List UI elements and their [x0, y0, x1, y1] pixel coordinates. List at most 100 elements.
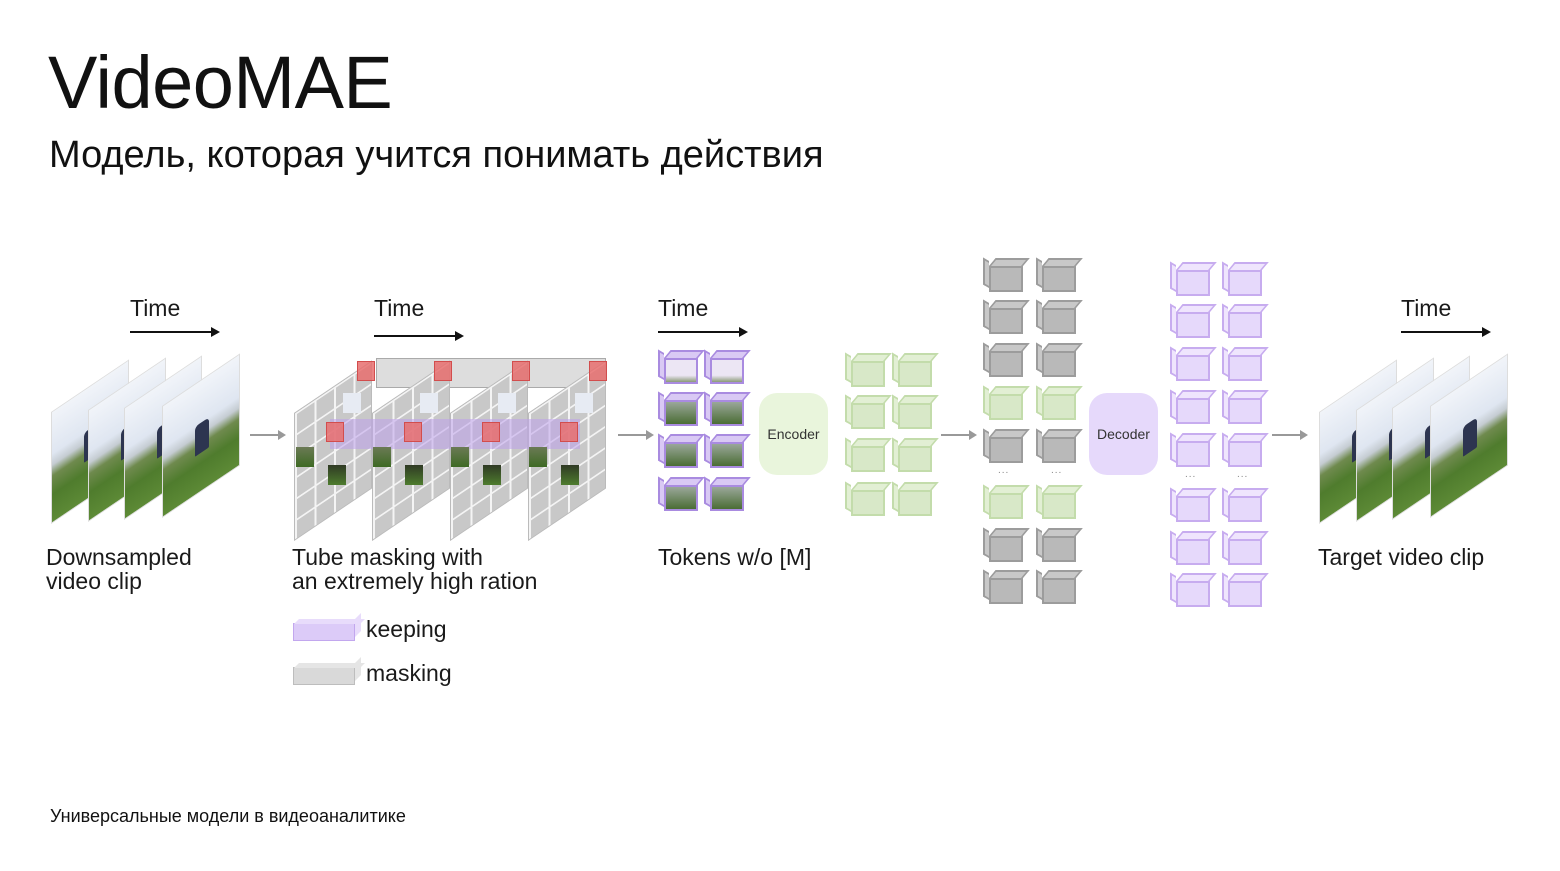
decoded-token-cube — [1222, 572, 1269, 607]
ellipsis: ... — [1185, 469, 1197, 480]
keeping-swatch-icon — [293, 623, 355, 641]
decoded-token-cube — [1170, 487, 1217, 522]
visible-patch — [405, 465, 423, 485]
visible-token-cube — [704, 433, 751, 468]
tube-mask-cell — [357, 361, 375, 381]
encoded-token-cube — [845, 481, 892, 516]
visible-token-cube — [704, 476, 751, 511]
masking-caption-line1: Tube masking with — [292, 544, 483, 570]
mask-token-cube — [1036, 428, 1083, 463]
decoded-token-cube — [1222, 487, 1269, 522]
time-arrow-icon — [658, 327, 748, 337]
decoded-token-cube — [1170, 346, 1217, 381]
ellipsis: ... — [998, 465, 1010, 476]
tube-mask-cell — [589, 361, 607, 381]
mask-token-cube — [1036, 299, 1083, 334]
visible-patch — [529, 447, 547, 467]
masking-swatch-icon — [293, 667, 355, 685]
tube-mask-cell — [404, 422, 422, 442]
mask-token-cube — [1036, 342, 1083, 377]
decoded-token-cube — [1170, 572, 1217, 607]
encoder-block: Encoder — [759, 393, 828, 475]
slide-subtitle: Модель, которая учится понимать действия — [49, 134, 824, 176]
visible-patch — [575, 393, 593, 413]
time-arrow-icon — [374, 331, 464, 341]
legend-keeping-label: keeping — [366, 616, 447, 642]
encoded-token-cube — [1036, 484, 1083, 519]
flow-arrow-icon — [941, 430, 977, 440]
decoded-token-cube — [1170, 261, 1217, 296]
target-caption: Target video clip — [1318, 544, 1485, 570]
masking-caption-line2: an extremely high ration — [292, 568, 538, 594]
mask-token-cube — [1036, 257, 1083, 292]
encoded-token-cube — [845, 394, 892, 429]
tube-mask-cell — [326, 422, 344, 442]
encoded-token-cube — [892, 352, 939, 387]
tube-mask-cell — [482, 422, 500, 442]
tube-top-face — [376, 358, 606, 388]
visible-token-cube — [658, 476, 705, 511]
decoded-token-cube — [1170, 389, 1217, 424]
time-label: Time — [130, 295, 181, 321]
visible-patch — [561, 465, 579, 485]
visible-token-cube — [704, 349, 751, 384]
mask-token-cube — [983, 569, 1030, 604]
tube-mask-cell — [560, 422, 578, 442]
mask-token-cube — [983, 342, 1030, 377]
tube-mask-cell — [512, 361, 530, 381]
mask-token-cube — [1036, 569, 1083, 604]
encoded-token-cube — [892, 394, 939, 429]
flow-arrow-icon — [618, 430, 654, 440]
encoded-token-cube — [845, 437, 892, 472]
input-caption-line2: video clip — [46, 568, 142, 594]
time-arrow-icon — [130, 327, 220, 337]
encoded-token-cube — [845, 352, 892, 387]
visible-patch — [373, 447, 391, 467]
decoder-block: Decoder — [1089, 393, 1158, 475]
encoded-token-cube — [892, 437, 939, 472]
visible-patch — [328, 465, 346, 485]
legend-masking-label: masking — [366, 660, 452, 686]
decoded-token-cube — [1222, 432, 1269, 467]
mask-token-cube — [1036, 527, 1083, 562]
flow-arrow-icon — [250, 430, 286, 440]
slide-footer: Универсальные модели в видеоаналитике — [50, 806, 406, 826]
slide-title: VideoMAE — [48, 41, 393, 124]
visible-patch — [451, 447, 469, 467]
visible-patch — [420, 393, 438, 413]
visible-token-cube — [704, 391, 751, 426]
mask-token-cube — [983, 527, 1030, 562]
encoded-token-cube — [1036, 385, 1083, 420]
input-caption-line1: Downsampled — [46, 544, 192, 570]
decoded-token-cube — [1222, 530, 1269, 565]
encoded-token-cube — [983, 484, 1030, 519]
visible-token-cube — [658, 391, 705, 426]
visible-token-cube — [658, 433, 705, 468]
encoded-token-cube — [983, 385, 1030, 420]
ellipsis: ... — [1237, 469, 1249, 480]
decoded-token-cube — [1170, 432, 1217, 467]
visible-patch — [343, 393, 361, 413]
decoded-token-cube — [1222, 303, 1269, 338]
decoded-token-cube — [1170, 530, 1217, 565]
mask-token-cube — [983, 299, 1030, 334]
time-label: Time — [1401, 295, 1452, 321]
time-label: Time — [374, 295, 425, 321]
keep-tube-band — [330, 419, 580, 449]
mask-token-cube — [983, 257, 1030, 292]
visible-token-cube — [658, 349, 705, 384]
decoded-token-cube — [1222, 261, 1269, 296]
decoder-label: Decoder — [1097, 426, 1150, 442]
visible-patch — [296, 447, 314, 467]
visible-patch — [483, 465, 501, 485]
decoded-token-cube — [1222, 346, 1269, 381]
tokens-caption: Tokens w/o [M] — [658, 544, 812, 570]
decoded-token-cube — [1170, 303, 1217, 338]
flow-arrow-icon — [1272, 430, 1308, 440]
decoded-token-cube — [1222, 389, 1269, 424]
tube-mask-cell — [434, 361, 452, 381]
mask-token-cube — [983, 428, 1030, 463]
encoder-label: Encoder — [767, 426, 820, 442]
encoded-token-cube — [892, 481, 939, 516]
visible-patch — [498, 393, 516, 413]
